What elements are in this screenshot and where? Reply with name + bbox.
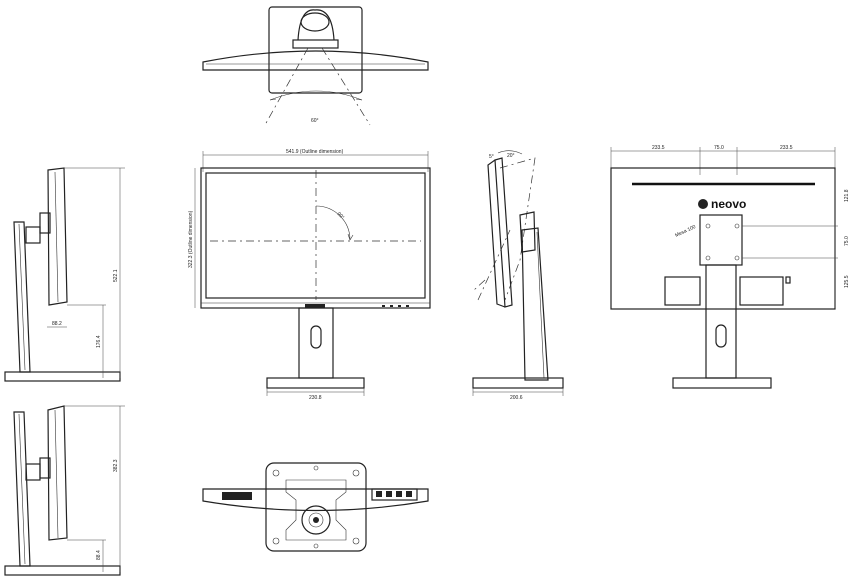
back-dim-top: 121.8 — [844, 189, 850, 202]
brand-logo — [698, 199, 708, 209]
outline-width-label: 541.9 (Outline dimension) — [286, 149, 344, 155]
side-base-depth-label: 200.6 — [510, 395, 523, 401]
tilt-small-label: 5° — [489, 154, 494, 160]
tilt-angle-label: 20° — [507, 153, 515, 159]
rotation-angle-label: 90° — [336, 211, 346, 221]
front-view: 541.9 (Outline dimension) 322.3 (Outline… — [188, 149, 431, 401]
top-view: 60° — [202, 6, 429, 126]
front-logo — [305, 304, 325, 308]
outline-height-label: 322.3 (Outline dimension) — [188, 210, 194, 268]
left-lower-height-total: 382.3 — [113, 459, 119, 472]
left-upper-side-view: 522.1 176.4 88.2 — [4, 167, 125, 382]
vesa-label: Mesa 100 — [674, 224, 697, 239]
left-upper-stand-height: 176.4 — [96, 335, 102, 348]
swivel-angle-label: 60° — [311, 118, 319, 124]
left-upper-offset: 88.2 — [52, 321, 62, 327]
back-dim-left: 233.5 — [652, 145, 665, 151]
back-brand: neovo — [711, 197, 746, 211]
back-dim-bottom: 125.5 — [844, 275, 850, 288]
front-base-width-label: 230.8 — [309, 395, 322, 401]
side-view: 20° 5° 200.6 — [472, 150, 564, 401]
left-lower-foot-height: 88.4 — [96, 550, 102, 560]
back-dim-right: 233.5 — [780, 145, 793, 151]
left-upper-height-total: 522.1 — [113, 269, 119, 282]
back-dim-mid: 75.0 — [714, 145, 724, 151]
back-dim-vesa: 75.0 — [844, 236, 850, 246]
bottom-view — [202, 462, 429, 552]
back-view: 233.5 75.0 233.5 neovo Mesa 100 121.8 75… — [610, 145, 850, 389]
left-lower-side-view: 382.3 88.4 — [4, 405, 125, 576]
base-plate — [265, 462, 367, 552]
